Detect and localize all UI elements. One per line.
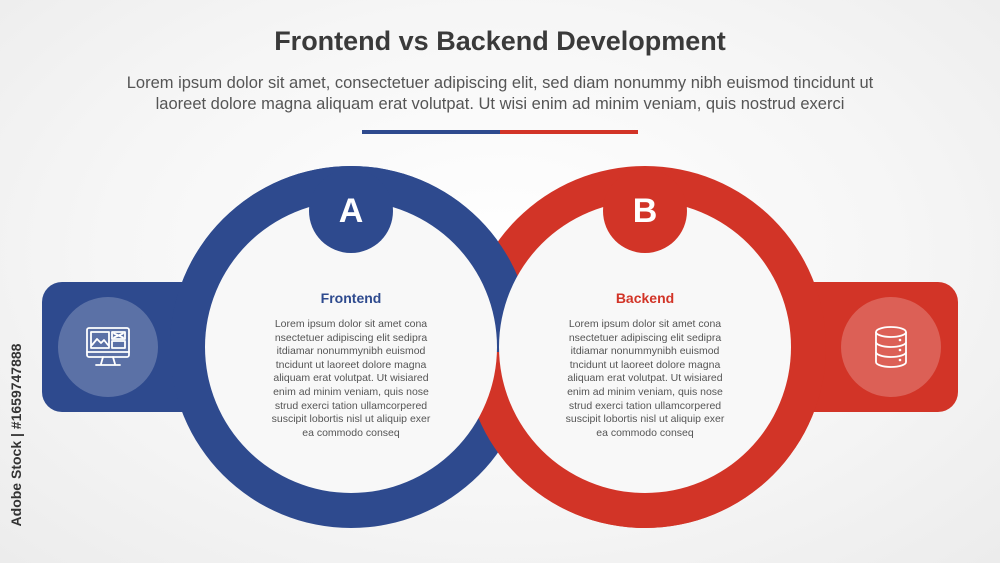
frontend-letter-badge [309, 169, 393, 253]
description-line: nsectetuer adipiscing elit sedipra [274, 331, 428, 344]
backend-description: Lorem ipsum dolor sit amet cona nsectetu… [545, 318, 745, 440]
description-line: ea commodo conseq [596, 426, 694, 439]
frontend-heading: Frontend [320, 290, 382, 306]
subtitle-line: laoreet dolore magna aliquam erat volutp… [155, 95, 845, 113]
description-line: itdiamar nonummynibh euismod [276, 345, 426, 358]
title-divider-primary [362, 130, 500, 134]
page-title: Frontend vs Backend Development [274, 26, 726, 56]
page-subtitle: Lorem ipsum dolor sit amet, consectetuer… [60, 73, 940, 115]
frontend-letter: A [338, 192, 364, 230]
description-line: enim ad minim veniam, quis nose [273, 385, 429, 398]
backend-heading: Backend [615, 290, 675, 306]
description-line: ea commodo conseq [302, 426, 400, 439]
description-line: Lorem ipsum dolor sit amet cona [568, 318, 722, 330]
description-line: strud exerci tation ullamcorpered [274, 399, 428, 412]
description-line: tncidunt ut laoreet dolore magna [275, 358, 427, 371]
description-line: strud exerci tation ullamcorpered [568, 399, 722, 412]
backend-icon-circle [841, 297, 941, 397]
description-line: nsectetuer adipiscing elit sedipra [568, 331, 722, 344]
backend-letter: B [632, 192, 658, 230]
monitor-dashboard-icon [86, 327, 130, 366]
subtitle-line: Lorem ipsum dolor sit amet, consectetuer… [126, 74, 874, 92]
description-line: enim ad minim veniam, quis nose [567, 385, 723, 398]
title-divider-secondary [500, 130, 638, 134]
description-line: Lorem ipsum dolor sit amet cona [274, 318, 428, 330]
description-line: itdiamar nonummynibh euismod [570, 345, 720, 358]
backend-letter-badge [603, 169, 687, 253]
description-line: suscipit lobortis nisl ut aliquip exer [565, 413, 725, 426]
stock-id-label: Adobe Stock | #1659747888 [6, 315, 26, 555]
description-line: aliquam erat volutpat. Ut wisiared [567, 372, 723, 385]
description-line: aliquam erat volutpat. Ut wisiared [273, 372, 429, 385]
description-line: tncidunt ut laoreet dolore magna [569, 358, 721, 371]
frontend-icon-circle [58, 297, 158, 397]
backend-inner-circle [499, 201, 791, 493]
frontend-description: Lorem ipsum dolor sit amet cona nsectetu… [251, 318, 451, 440]
frontend-inner-circle [205, 201, 497, 493]
stock-id-text: Adobe Stock | #1659747888 [8, 343, 24, 527]
database-icon [875, 326, 907, 368]
description-line: suscipit lobortis nisl ut aliquip exer [271, 413, 431, 426]
